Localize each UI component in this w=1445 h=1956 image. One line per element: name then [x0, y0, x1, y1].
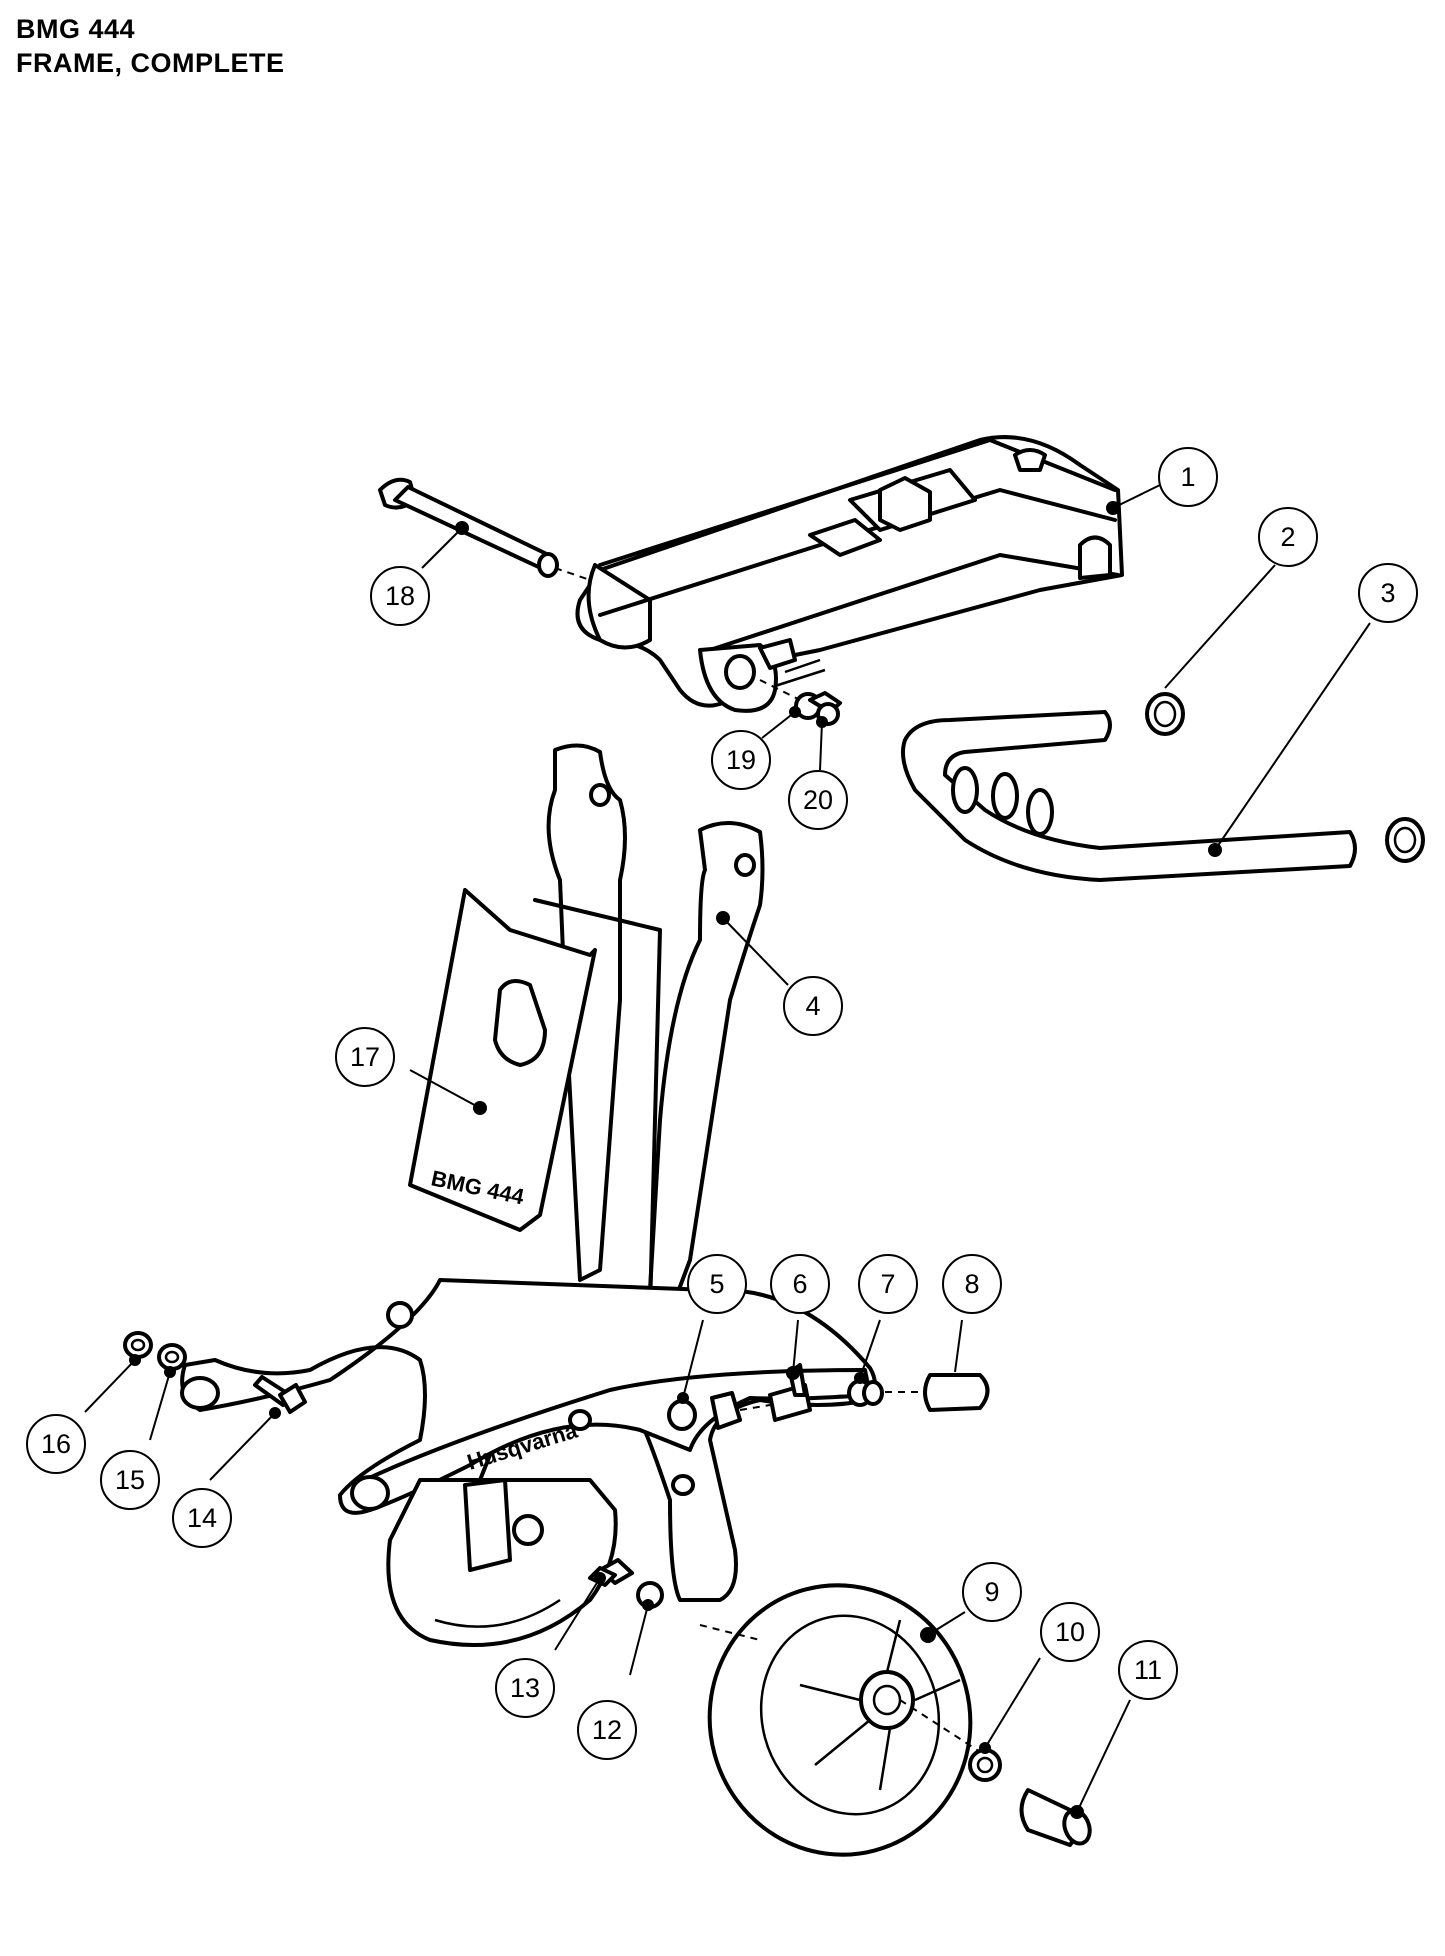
- callout-20: 20: [788, 770, 848, 830]
- callout-19: 19: [711, 730, 771, 790]
- svg-text:11: 11: [1134, 1655, 1162, 1685]
- svg-text:8: 8: [964, 1269, 979, 1299]
- callout-1: 1: [1158, 447, 1218, 507]
- svg-text:10: 10: [1055, 1617, 1085, 1647]
- svg-text:13: 13: [510, 1673, 540, 1703]
- svg-text:16: 16: [41, 1429, 71, 1459]
- part-rear-wheel: [386, 1478, 618, 1647]
- callout-11: 11: [1118, 1640, 1178, 1700]
- callout-2: 2: [1258, 507, 1318, 567]
- svg-text:3: 3: [1380, 578, 1395, 608]
- callout-14: 14: [172, 1488, 232, 1548]
- svg-text:7: 7: [880, 1269, 895, 1299]
- part-ring-upper: [1145, 692, 1185, 736]
- callout-13: 13: [495, 1658, 555, 1718]
- callout-15: 15: [100, 1450, 160, 1510]
- svg-text:12: 12: [592, 1715, 622, 1745]
- callout-10: 10: [1040, 1602, 1100, 1662]
- callout-7: 7: [858, 1254, 918, 1314]
- model-title: BMG 444: [16, 14, 136, 44]
- callout-17: 17: [335, 1027, 395, 1087]
- part-handlebar: [901, 710, 1425, 882]
- svg-text:4: 4: [805, 991, 820, 1021]
- part-long-bolt: [378, 477, 591, 581]
- callout-12: 12: [577, 1700, 637, 1760]
- part-top-frame: [575, 435, 1124, 713]
- callout-16: 16: [26, 1414, 86, 1474]
- part-front-wheel: [699, 1583, 986, 1857]
- svg-text:2: 2: [1280, 522, 1295, 552]
- svg-text:20: 20: [803, 785, 833, 815]
- leader-lines: [84, 484, 1371, 1813]
- svg-text:9: 9: [984, 1577, 999, 1607]
- svg-text:1: 1: [1180, 462, 1195, 492]
- svg-text:17: 17: [350, 1042, 380, 1072]
- part-front-panel: BMG 444: [408, 888, 597, 1232]
- callout-6: 6: [770, 1254, 830, 1314]
- callout-3: 3: [1358, 563, 1418, 623]
- callout-9: 9: [962, 1562, 1022, 1622]
- svg-text:18: 18: [385, 581, 415, 611]
- title-block: BMG 444 FRAME, COMPLETE: [16, 12, 285, 80]
- svg-text:5: 5: [709, 1269, 724, 1299]
- assembly-title: FRAME, COMPLETE: [16, 48, 285, 78]
- svg-text:14: 14: [187, 1503, 217, 1533]
- svg-text:19: 19: [726, 745, 756, 775]
- callout-4: 4: [783, 976, 843, 1036]
- svg-text:15: 15: [115, 1465, 145, 1495]
- part-washer-axle-pin: [968, 1748, 1092, 1847]
- part-small-bolt: [759, 679, 842, 726]
- svg-text:6: 6: [792, 1269, 807, 1299]
- callout-8: 8: [942, 1254, 1002, 1314]
- callout-18: 18: [370, 566, 430, 626]
- callout-5: 5: [687, 1254, 747, 1314]
- leader-dots: [129, 501, 1222, 1819]
